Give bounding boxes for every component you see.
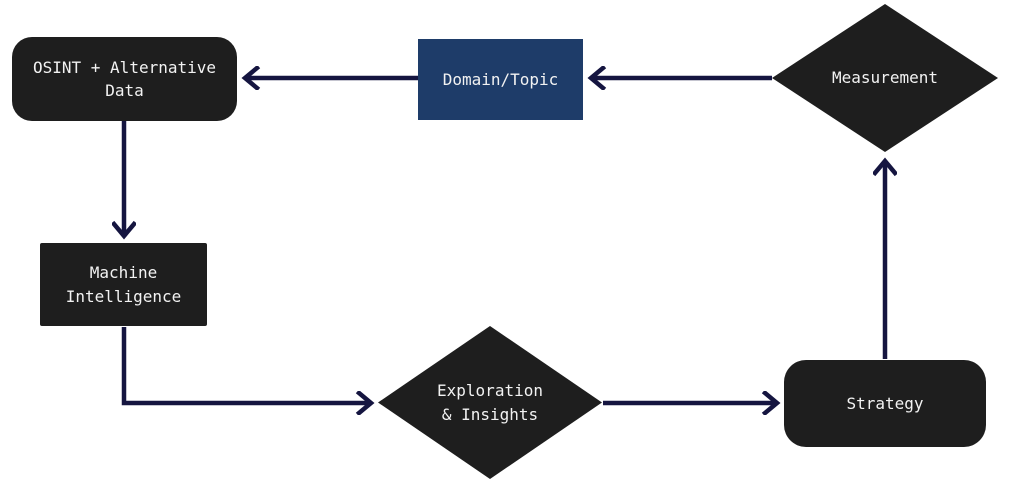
node-osint-alternative-data: OSINT + Alternative Data (12, 37, 237, 121)
node-exploration-insights-label: Exploration & Insights (437, 381, 543, 424)
node-domain-topic-label: Domain/Topic (442, 69, 559, 89)
edge-machine-to-exploration (121, 327, 371, 403)
node-osint-alternative-data-label: OSINT + Alternative Data (32, 57, 217, 100)
node-machine-intelligence-label: Machine Intelligence (65, 263, 182, 306)
node-strategy: Strategy (784, 360, 986, 447)
node-strategy-label: Strategy (846, 393, 924, 413)
node-measurement-label: Measurement (832, 68, 938, 88)
node-domain-topic: Domain/Topic (418, 39, 583, 120)
node-machine-intelligence: Machine Intelligence (40, 243, 207, 326)
